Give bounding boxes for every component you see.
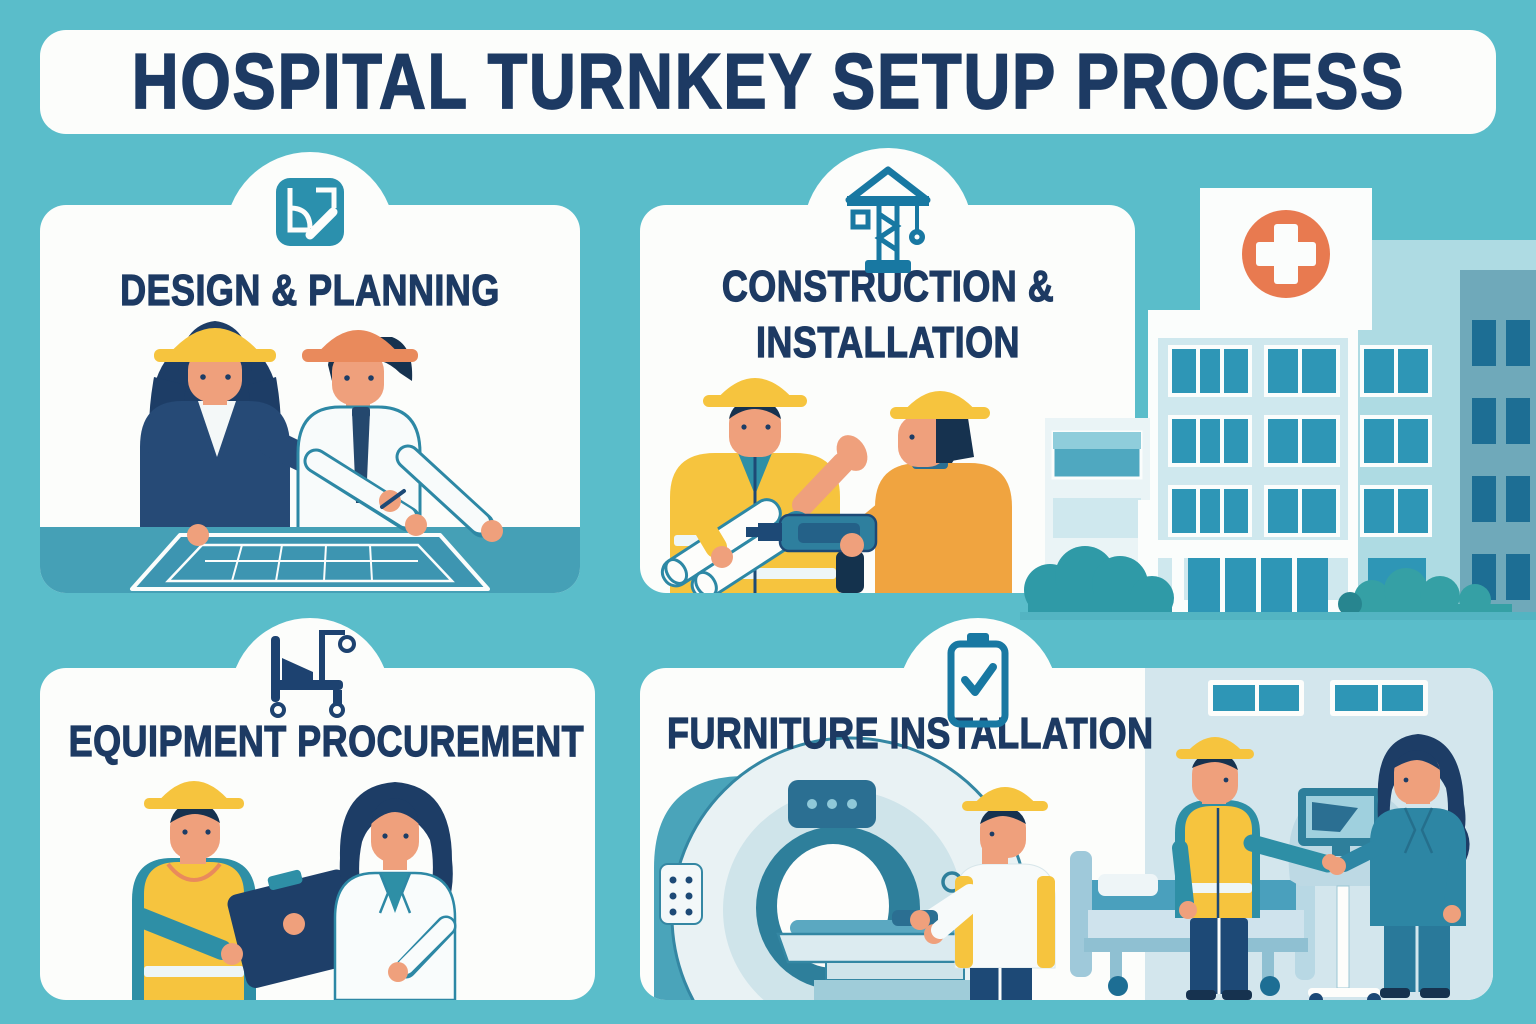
blueprint (130, 533, 490, 591)
furniture-installation-illustration (654, 680, 1470, 1000)
worker-with-plans (660, 378, 868, 593)
yellow-hard-hat (168, 328, 262, 355)
step3-title: EQUIPMENT PROCUREMENT (68, 718, 585, 767)
step1-title: DESIGN & PLANNING (120, 267, 500, 316)
title-banner: HOSPITAL TURNKEY SETUP PROCESS (40, 30, 1496, 134)
lab-coat (333, 871, 457, 1000)
orange-hard-hat (316, 330, 400, 355)
equipment-procurement-illustration (132, 781, 457, 1000)
installer-at-scanner (892, 787, 1056, 1000)
step4-title: FURNITURE INSTALLATION (667, 710, 1154, 759)
step-card-furniture-installation: FURNITURE INSTALLATION (640, 668, 1493, 1000)
room-windows (1208, 680, 1428, 716)
page-title: HOSPITAL TURNKEY SETUP PROCESS (131, 38, 1405, 126)
step-card-design-planning: DESIGN & PLANNING (40, 205, 580, 593)
side-building (1460, 270, 1536, 612)
worker-handshake (1172, 737, 1337, 1000)
design-planning-illustration (40, 321, 580, 593)
drafting-tools-icon (276, 178, 344, 246)
hospital-bed-icon (270, 630, 356, 718)
businesswoman (1322, 734, 1470, 998)
construction-illustration (660, 378, 1012, 593)
clipboard-check-icon (947, 633, 1009, 728)
main-facade (1148, 310, 1358, 612)
doctor (333, 782, 457, 1000)
tower-crane-icon (845, 166, 931, 273)
worker-with-drill (746, 391, 1012, 593)
hospital-building-illustration (1020, 188, 1536, 620)
step-card-equipment-procurement: EQUIPMENT PROCUREMENT (40, 668, 595, 1000)
hospital-sign (1200, 188, 1372, 330)
woman-architect (140, 321, 394, 550)
